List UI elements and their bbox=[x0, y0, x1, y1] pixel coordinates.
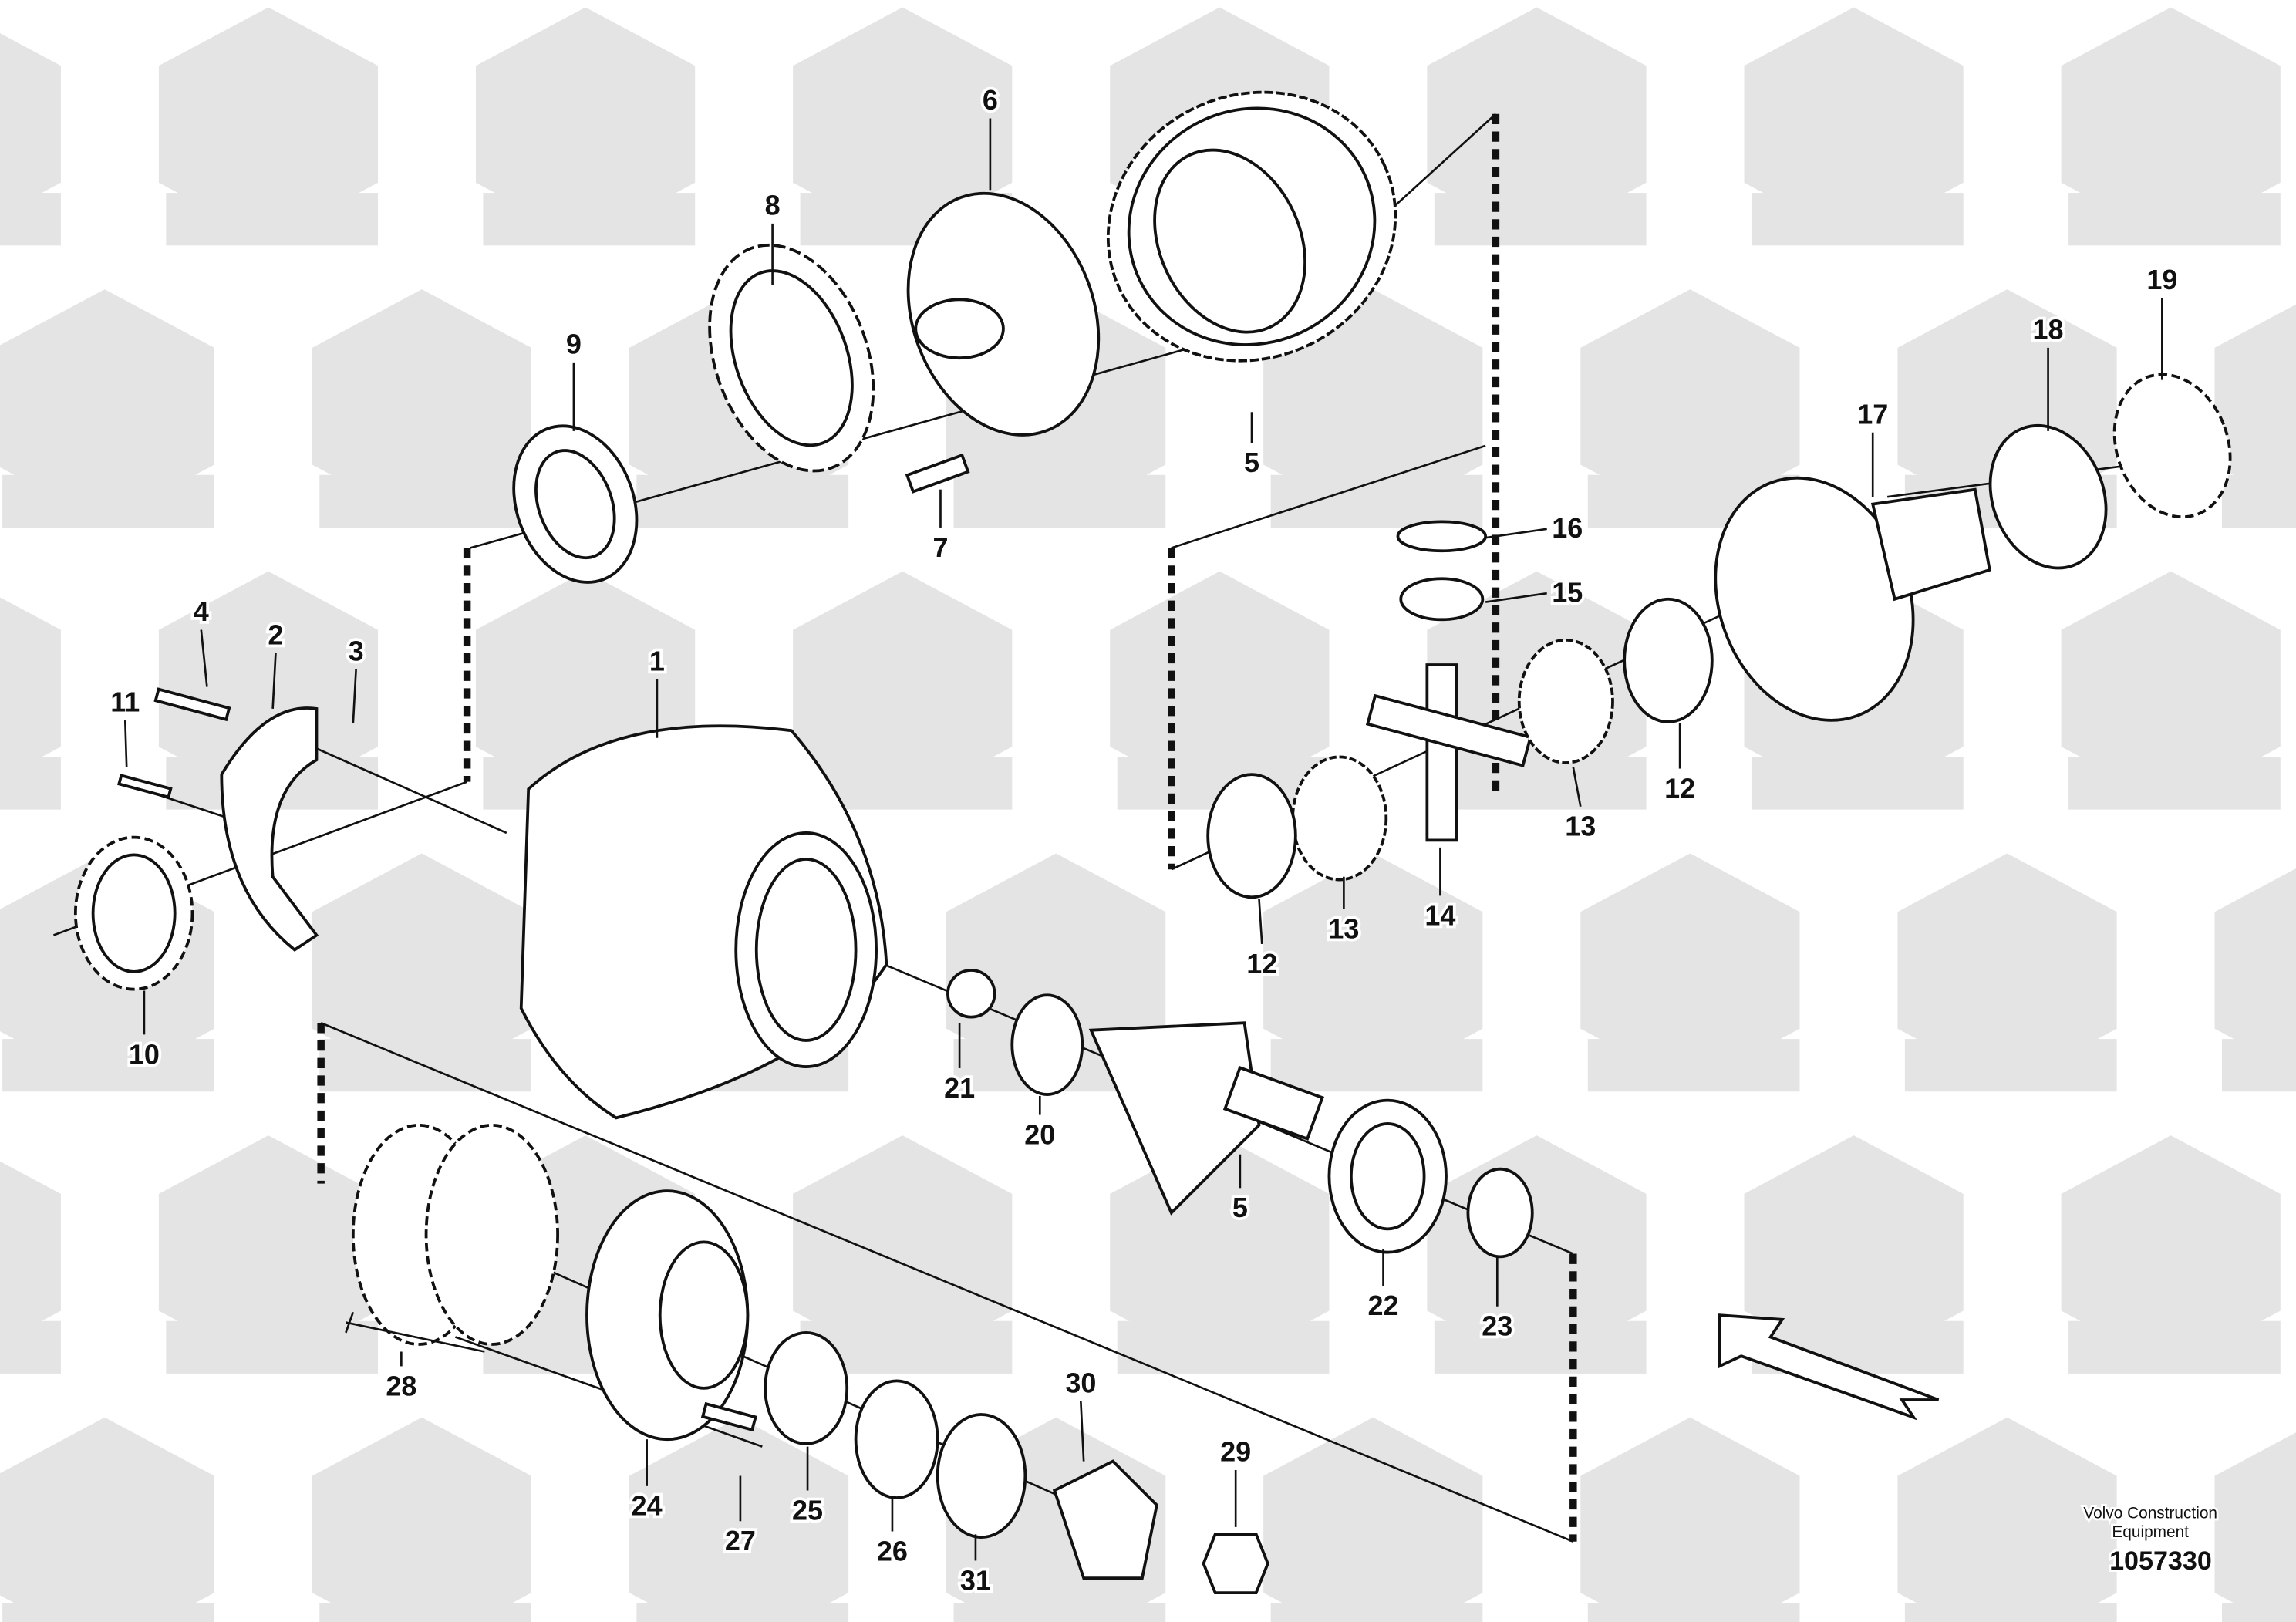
part-number-label: 19 bbox=[2146, 264, 2177, 295]
part-number-label: 29 bbox=[1220, 1436, 1251, 1468]
watermark-tile bbox=[2214, 868, 2296, 1092]
watermark-tile bbox=[158, 7, 379, 246]
direction-arrow bbox=[1718, 1313, 1940, 1421]
watermark-tile bbox=[1110, 571, 1330, 810]
part-number-label: 24 bbox=[632, 1490, 663, 1522]
leader-lines bbox=[123, 118, 2163, 1561]
watermark-tile bbox=[1897, 853, 2117, 1092]
leader-line-12 bbox=[1258, 899, 1263, 944]
differential-gears bbox=[1206, 520, 1714, 899]
watermark-tile bbox=[312, 289, 531, 528]
bearing-cap bbox=[220, 706, 319, 952]
screw bbox=[117, 774, 173, 799]
part-number-label: 28 bbox=[386, 1370, 416, 1401]
leader-line-2 bbox=[271, 653, 277, 709]
watermark-tile bbox=[793, 571, 1013, 810]
watermark-tile bbox=[0, 289, 214, 528]
bearing bbox=[512, 424, 639, 584]
input-flange-assembly bbox=[345, 1123, 1269, 1595]
watermark-tile bbox=[2061, 7, 2281, 246]
bolt bbox=[905, 453, 970, 494]
watermark-tile bbox=[2214, 304, 2296, 528]
pinion-and-bearings bbox=[946, 969, 1534, 1259]
watermark-tile bbox=[1427, 7, 1647, 246]
watermark-tile bbox=[1263, 853, 1483, 1092]
company-line-1: Volvo Construction bbox=[2083, 1504, 2217, 1522]
leader-line-30 bbox=[1080, 1401, 1085, 1462]
watermark-tile bbox=[1580, 1417, 1800, 1622]
part-number-label: 31 bbox=[960, 1564, 991, 1596]
drawing-number: 1057330 bbox=[2109, 1546, 2212, 1576]
watermark-tile bbox=[1110, 1135, 1330, 1374]
leader-line-13 bbox=[1572, 767, 1582, 808]
part-number-label: 9 bbox=[566, 328, 582, 359]
part-number-label: 1 bbox=[649, 646, 665, 677]
watermark-tile bbox=[1897, 1417, 2117, 1622]
part-number-label: 14 bbox=[1424, 899, 1455, 931]
part-number-label: 7 bbox=[932, 531, 948, 563]
leader-line-4 bbox=[200, 629, 208, 687]
watermark-tile bbox=[0, 33, 61, 246]
watermark-tile bbox=[1263, 1417, 1483, 1622]
part-number-label: 2 bbox=[268, 619, 283, 651]
part-number-label: 18 bbox=[2033, 314, 2064, 346]
part-number-label: 5 bbox=[1232, 1192, 1248, 1223]
part-number-label: 6 bbox=[983, 84, 998, 116]
watermark-tile bbox=[2061, 1135, 2281, 1374]
watermark-tile bbox=[0, 1161, 61, 1374]
adjusting-ring bbox=[73, 835, 194, 991]
watermark-tile bbox=[1580, 853, 1800, 1092]
differential-housing-half-right bbox=[1714, 373, 2232, 722]
watermark-tile bbox=[158, 1135, 379, 1374]
part-number-label: 4 bbox=[194, 595, 209, 627]
part-number-label: 13 bbox=[1565, 811, 1596, 842]
company-line-2: Equipment bbox=[2112, 1523, 2189, 1541]
part-number-label: 5 bbox=[1244, 447, 1259, 478]
watermark-tile bbox=[629, 1417, 849, 1622]
watermark-tile bbox=[312, 1417, 531, 1622]
part-number-label: 20 bbox=[1024, 1118, 1055, 1150]
leader-line-11 bbox=[123, 720, 128, 767]
part-number-label: 17 bbox=[1857, 398, 1888, 430]
part-number-label: 21 bbox=[944, 1072, 975, 1104]
watermark-tile bbox=[2214, 1432, 2296, 1622]
watermark-tile bbox=[0, 1417, 214, 1622]
part-number-label: 22 bbox=[1368, 1290, 1399, 1321]
ring-gear bbox=[1106, 90, 1397, 363]
part-number-label: 12 bbox=[1246, 948, 1277, 980]
part-number-label: 15 bbox=[1552, 577, 1583, 609]
watermark-tile bbox=[312, 853, 531, 1092]
leader-line-15 bbox=[1485, 592, 1547, 603]
part-number-label: 10 bbox=[129, 1038, 160, 1070]
part-number-label: 30 bbox=[1065, 1367, 1096, 1399]
part-number-label: 23 bbox=[1482, 1310, 1512, 1342]
bolt bbox=[153, 687, 231, 722]
leader-line-16 bbox=[1485, 528, 1547, 539]
part-number-label: 11 bbox=[110, 686, 140, 718]
lock-plate bbox=[708, 243, 875, 473]
watermark-tile bbox=[1744, 7, 1964, 246]
part-number-label: 13 bbox=[1328, 912, 1359, 944]
part-number-label: 12 bbox=[1664, 772, 1695, 804]
part-number-label: 16 bbox=[1552, 512, 1583, 544]
differential-housing-half bbox=[906, 191, 1101, 437]
final-drive-housing bbox=[519, 724, 888, 1120]
leader-line-3 bbox=[352, 669, 357, 723]
part-number-label: 25 bbox=[792, 1494, 823, 1526]
part-number-label: 8 bbox=[765, 190, 781, 221]
part-number-label: 27 bbox=[725, 1525, 756, 1556]
watermark-tile bbox=[2061, 571, 2281, 810]
watermark-tile bbox=[475, 7, 696, 246]
part-number-label: 3 bbox=[349, 635, 364, 666]
watermark-tile bbox=[0, 597, 61, 810]
part-number-label: 26 bbox=[877, 1535, 908, 1566]
watermark-tile bbox=[1427, 1135, 1647, 1374]
watermark-tile bbox=[1744, 1135, 1964, 1374]
